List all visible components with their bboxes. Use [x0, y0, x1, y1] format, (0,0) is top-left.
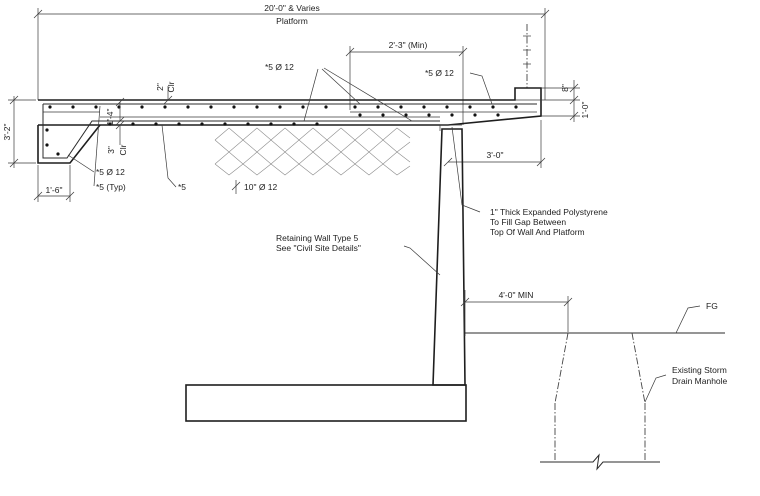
- slab-end-thickness-label: 1'-0": [580, 102, 590, 119]
- left-dimensions: [8, 95, 75, 202]
- curb-height-label: 8": [560, 84, 570, 92]
- manhole-line2: Drain Manhole: [672, 376, 728, 386]
- polystyrene-leader: [451, 126, 481, 213]
- bar-bottom-size-label: *5: [178, 182, 186, 192]
- bar-top-right-leader: [469, 72, 493, 105]
- bar-edge-leader: [67, 154, 95, 173]
- clearance-label: 4'-0" MIN: [499, 290, 534, 300]
- platform-label: Platform: [276, 16, 308, 26]
- min-overhang-dimension: [345, 46, 468, 125]
- bearing-length-label: 3'-0": [487, 150, 504, 160]
- cover-dimensions: [115, 86, 173, 145]
- toe-width-label: 1'-6": [46, 185, 63, 195]
- wall-leader: [403, 245, 441, 276]
- depth-step-label: 1'-4": [105, 109, 115, 126]
- overall-length-dimension: [33, 8, 550, 100]
- grade-label: FG: [706, 301, 718, 311]
- top-rebar-dots: [48, 105, 518, 109]
- polystyrene-line2: To Fill Gap Between: [490, 217, 566, 227]
- clearance-dimension: [460, 290, 573, 336]
- cover-bottom-unit: Clr: [118, 144, 128, 155]
- bar-top-left-leaders: [303, 67, 413, 122]
- polystyrene-line3: Top Of Wall And Platform: [490, 227, 585, 237]
- railing-post: [523, 24, 531, 88]
- bar-edge-label: *5 Ø 12: [96, 167, 125, 177]
- wall-line1: Retaining Wall Type 5: [276, 233, 358, 243]
- manhole-leader: [644, 374, 667, 403]
- right-dimensions: [443, 80, 580, 168]
- bar-bottom-leader: [161, 124, 177, 188]
- polystyrene-line1: 1" Thick Expanded Polystyrene: [490, 207, 608, 217]
- grade-leader: [675, 305, 701, 334]
- retaining-wall: [185, 124, 467, 422]
- bar-edge-typ-leader: [93, 105, 101, 187]
- bar-top-left-label: *5 Ø 12: [265, 62, 294, 72]
- manhole-line1: Existing Storm: [672, 365, 727, 375]
- min-overhang-label: 2'-3" (Min): [389, 40, 428, 50]
- overall-length-label: 20'-0" & Varies: [264, 3, 320, 13]
- bar-bottom-spacing-label: 10" Ø 12: [244, 182, 278, 192]
- storm-drain-manhole: [540, 332, 660, 471]
- wall-line2: See "Civil Site Details": [276, 243, 361, 253]
- depth-total-label: 3'-2": [2, 124, 12, 141]
- cover-top-unit: Clr: [166, 81, 176, 92]
- cover-bottom-value: 3": [106, 146, 116, 154]
- cover-top-value: 2": [155, 83, 165, 91]
- bar-edge-typ-label: *5 (Typ): [96, 182, 126, 192]
- fill-hatch: [214, 127, 411, 176]
- bottom-rebar-dots: [45, 113, 500, 156]
- bar-top-right-label: *5 Ø 12: [425, 68, 454, 78]
